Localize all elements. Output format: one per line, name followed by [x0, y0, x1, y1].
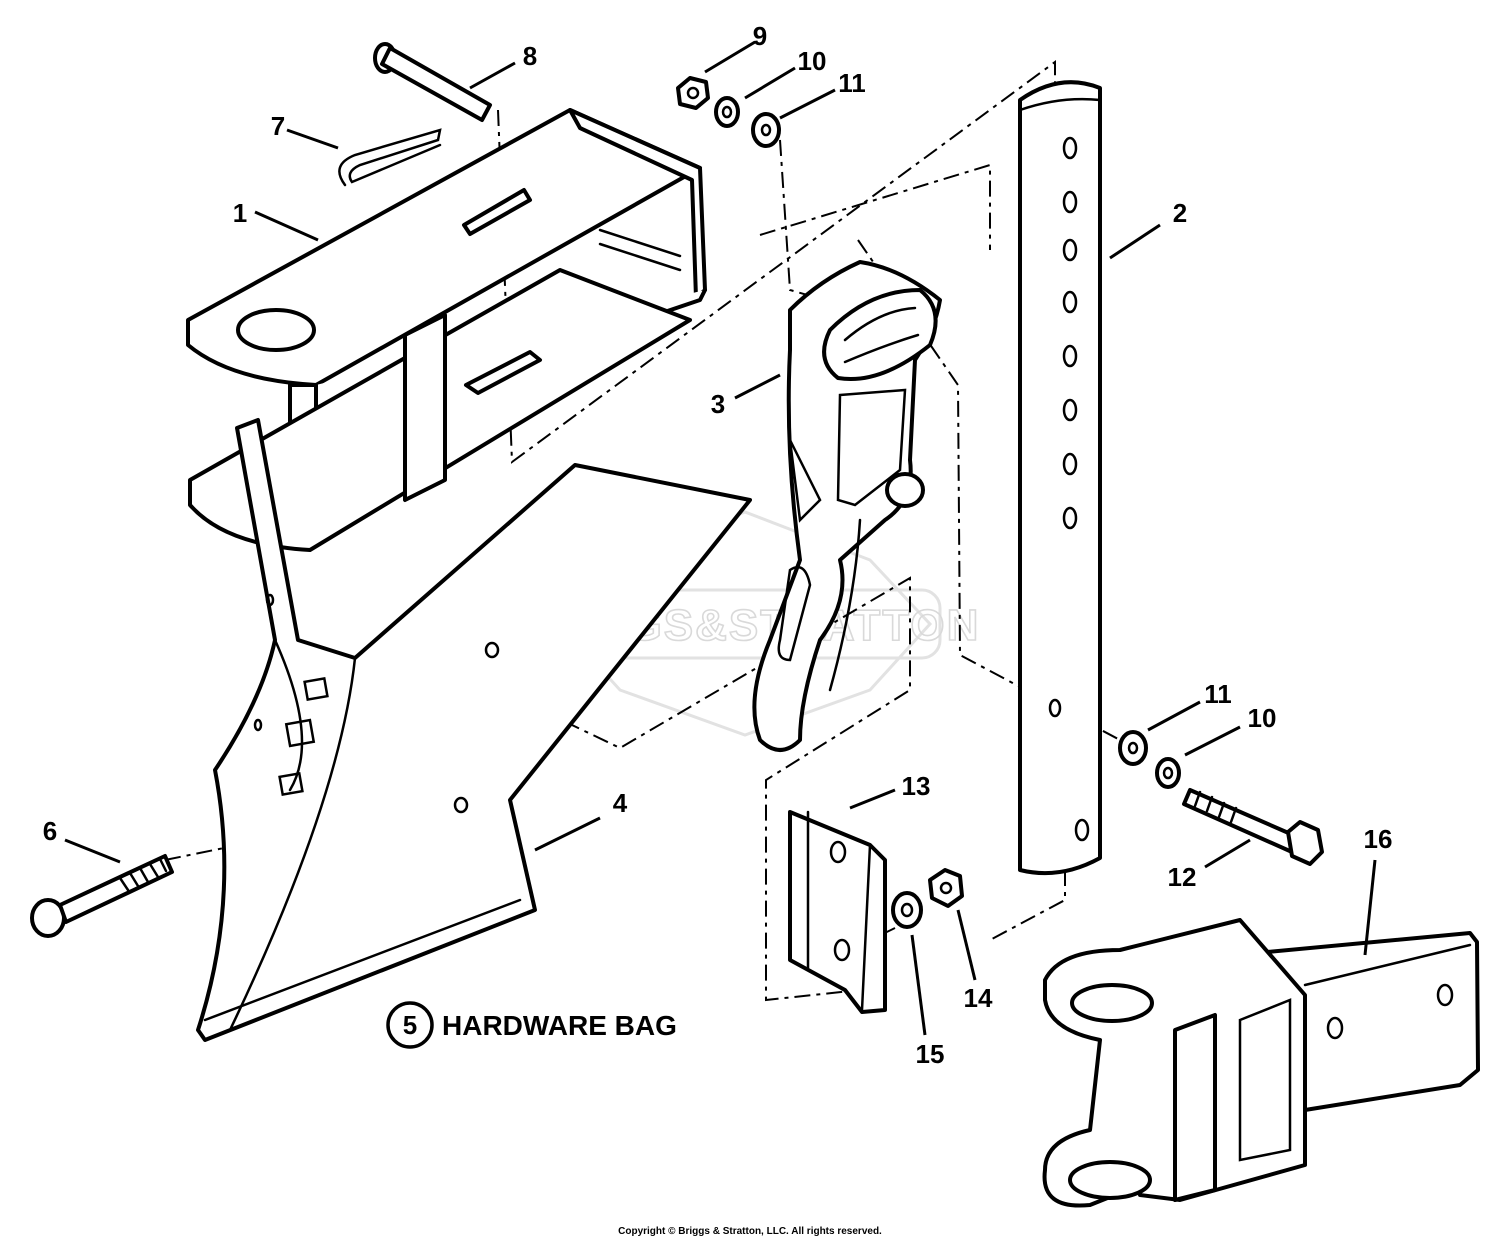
part-8-pin [373, 42, 492, 122]
part-13-angle-bracket [788, 810, 887, 1014]
part-10-washer-right [1155, 757, 1181, 789]
callout-3: 3 [711, 389, 725, 419]
callout-16: 16 [1364, 824, 1393, 854]
callout-7: 7 [271, 111, 285, 141]
part-11-washer-top [751, 112, 781, 148]
part-16-hitch [1042, 918, 1480, 1208]
callout-10-top: 10 [798, 46, 827, 76]
callout-12: 12 [1168, 862, 1197, 892]
part-7-hairpin-clip [338, 128, 442, 187]
part-15-washer [891, 891, 923, 929]
part-11-washer-right [1118, 730, 1148, 766]
callout-10-right: 10 [1248, 703, 1277, 733]
part-3-handle [752, 260, 942, 752]
callout-9: 9 [753, 21, 767, 51]
callout-labels: 1 2 3 4 5 HARDWARE BAG 6 7 8 9 10 11 11 … [43, 21, 1393, 1069]
callout-15: 15 [916, 1039, 945, 1069]
callout-5: 5 [403, 1010, 417, 1040]
callout-11-top: 11 [838, 68, 866, 98]
callout-13: 13 [902, 771, 931, 801]
callout-2: 2 [1173, 198, 1187, 228]
callout-14: 14 [964, 983, 993, 1013]
copyright-notice: Copyright © Briggs & Stratton, LLC. All … [618, 1226, 882, 1237]
part-1-bracket [186, 108, 707, 552]
leader-lines [64, 40, 1377, 1036]
part-10-washer-top [714, 96, 740, 128]
part-9-nut-top [676, 76, 710, 110]
callout-4: 4 [613, 788, 628, 818]
part-14-nut [928, 868, 964, 908]
part-2-bar [1018, 80, 1102, 876]
callout-5-badge: 5 [386, 1001, 434, 1049]
part-6-bolt [30, 854, 174, 938]
part-4-plow-blade [196, 418, 752, 1042]
part-12-bolt [1182, 788, 1324, 866]
bar-holes [1048, 136, 1090, 842]
callout-1: 1 [233, 198, 247, 228]
callout-6: 6 [43, 816, 57, 846]
callout-11-right: 11 [1204, 679, 1232, 709]
callout-8: 8 [523, 41, 537, 71]
hardware-bag-label: HARDWARE BAG [442, 1010, 677, 1041]
